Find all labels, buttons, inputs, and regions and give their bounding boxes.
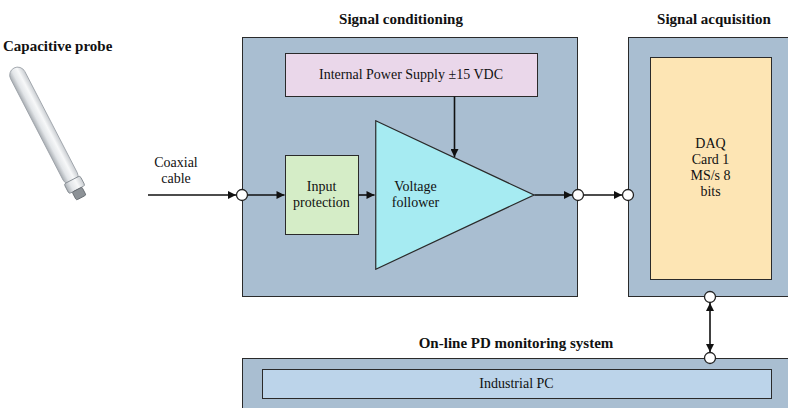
signal-arrow (709, 303, 711, 352)
conditioning-panel: Signal conditioningInternal Power Supply… (242, 37, 578, 297)
signal-arrow (248, 194, 285, 196)
port-circle (623, 190, 634, 201)
acquisition-panel: Signal acquisitionDAQ Card 1 MS/s 8 bits (628, 37, 788, 297)
port-circles (237, 190, 716, 364)
panel-heading: On-line PD monitoring system (243, 335, 788, 351)
daq-card-box: DAQ Card 1 MS/s 8 bits (650, 57, 772, 280)
signal-arrow (148, 194, 236, 196)
signal-arrow (535, 194, 573, 196)
power-supply-box: Internal Power Supply ±15 VDC (285, 53, 538, 97)
node-label: Internal Power Supply ±15 VDC (319, 67, 503, 83)
node-label: Voltage follower (385, 179, 447, 211)
node-label: DAQ Card 1 MS/s 8 bits (686, 136, 736, 200)
pc-box: Industrial PC (262, 369, 772, 399)
signal-arrow (454, 97, 456, 158)
edge-label: Coaxial cable (150, 155, 202, 187)
panel-heading: Signal conditioning (233, 11, 569, 27)
port-circle (573, 190, 584, 201)
node-label: Industrial PC (479, 376, 553, 392)
signal-arrow (359, 194, 375, 196)
port-circle (705, 292, 716, 303)
sensor-probe: Capacitive probe (2, 38, 146, 210)
probe-illustration (6, 64, 89, 202)
node-label: Input protection (289, 179, 355, 211)
protection-box: Input protection (285, 155, 359, 235)
port-circle (705, 353, 716, 364)
panel-heading: Signal acquisition (639, 11, 788, 27)
monitoring-panel: On-line PD monitoring systemIndustrial P… (242, 358, 788, 408)
signal-arrow (584, 194, 622, 196)
panel-heading: Capacitive probe (2, 38, 146, 54)
port-circle (237, 190, 248, 201)
amplifier-triangle: Voltage follower (375, 120, 535, 270)
